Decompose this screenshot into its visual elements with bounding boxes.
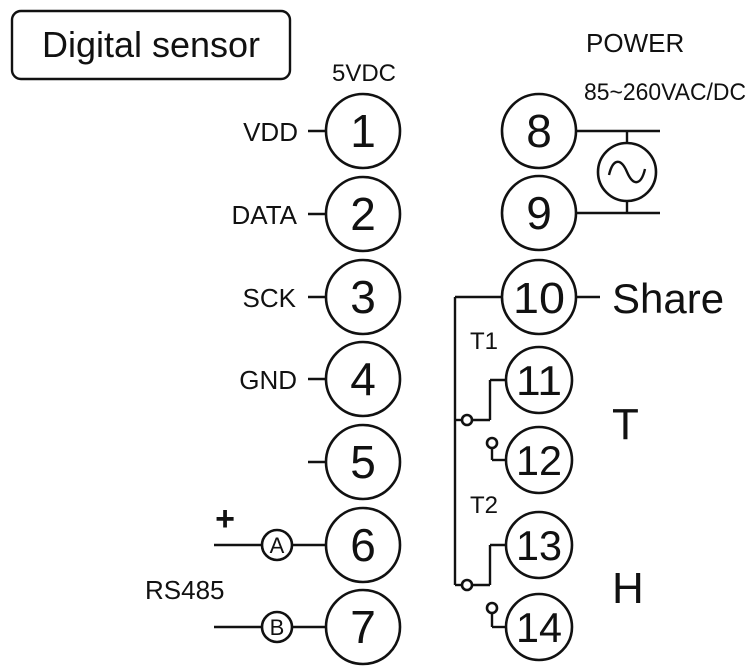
terminal-13-number: 13 [516,522,562,569]
relay-t1-label: T1 [470,328,498,355]
terminal-9-circle [500,174,578,252]
terminal-10: 10 [500,258,600,336]
terminal-10-number: 10 [513,274,565,323]
relay-t2-contact-icon [485,601,499,615]
terminal-1-number: 1 [350,105,376,157]
relay-t1-contact-icon [485,436,499,450]
power-range-label: 85~260VAC/DC [584,79,746,106]
share-label: Share [612,275,724,322]
output-t-label: T [612,400,639,449]
terminal-8-number: 8 [526,105,552,157]
terminal-1: 1 [308,92,402,170]
terminal-1-circle [324,92,402,170]
terminal-11-circle [504,345,574,415]
terminal-3-label: SCK [243,283,297,313]
terminal-9: 9 [500,174,578,252]
terminal-7-number: 7 [350,601,376,653]
terminal-6-circle [324,506,402,584]
rs485-b-label: B [270,615,285,640]
relay-t2-label: T2 [470,492,498,519]
terminal-7: B 7 [214,588,402,666]
terminal-3-circle [324,258,402,336]
terminal-7-circle [324,588,402,666]
relay-t1-pivot-icon [460,413,474,427]
terminal-3-number: 3 [350,271,376,323]
terminal-12-number: 12 [516,437,562,484]
terminal-14: 14 [504,592,574,662]
power-label: POWER [586,28,684,58]
terminal-9-number: 9 [526,187,552,239]
terminal-8-circle [500,92,578,170]
title-box [10,9,292,81]
terminal-2-number: 2 [350,188,376,240]
terminal-8: 8 [500,92,578,170]
relay-t2-contact [455,543,507,629]
rs485-label: RS485 [145,575,225,605]
sine-wave-icon [607,160,647,184]
terminal-13: 13 [504,510,574,580]
terminal-11: 11 [504,345,574,415]
terminal-4-number: 4 [350,353,376,405]
terminal-4: 4 [308,340,402,418]
terminal-5-circle [324,423,402,501]
terminal-5: 5 [308,423,402,501]
terminal-12-circle [504,425,574,495]
rs485-a-label: A [270,533,285,558]
terminal-4-circle [324,340,402,418]
relay-t2-pivot-icon [460,578,474,592]
terminal-11-number: 11 [516,357,562,404]
plus-sign: + [215,500,235,538]
supply-voltage-label: 5VDC [332,60,396,87]
terminal-1-label: VDD [243,117,298,147]
terminal-14-circle [504,592,574,662]
terminal-2-circle [324,175,402,253]
terminal-3: 3 [308,258,402,336]
terminal-13-circle [504,510,574,580]
terminal-6: A 6 [214,506,402,584]
terminal-4-label: GND [239,365,297,395]
terminal-12: 12 [504,425,574,495]
output-h-label: H [612,564,644,613]
terminal-2-label: DATA [232,200,298,230]
power-source [576,129,660,215]
terminal-2: 2 [308,175,402,253]
relay-t1-contact [455,378,507,462]
title-text: Digital sensor [42,24,260,65]
terminal-14-number: 14 [516,604,562,651]
terminal-6-number: 6 [350,519,376,571]
terminal-5-number: 5 [350,436,376,488]
